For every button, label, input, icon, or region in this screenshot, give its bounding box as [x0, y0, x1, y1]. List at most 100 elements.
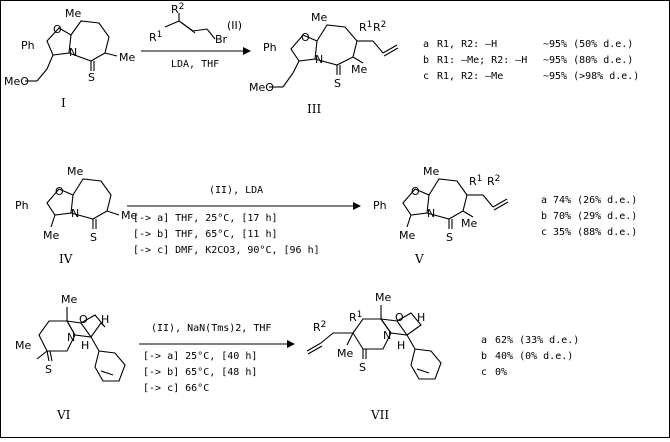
label-me: Me — [461, 217, 477, 230]
label-s: S — [45, 363, 52, 376]
reaction-arrow-2-head — [353, 202, 361, 210]
label-s: S — [88, 71, 95, 84]
label-me: Me — [43, 229, 59, 242]
compound-VI-structure — [36, 307, 126, 382]
result-yield: 35% (88% d.e.) — [553, 227, 637, 238]
reaction-1-conditions: LDA, THF — [171, 59, 219, 70]
reaction-3-condition-c: [-> c] 66°C — [143, 383, 209, 394]
label-ph: Ph — [15, 199, 29, 212]
label-h: H — [81, 339, 89, 352]
result-yield: 0% — [495, 367, 507, 378]
result-yield: 40% (0% d.e.) — [495, 351, 573, 362]
label-n: N — [69, 46, 77, 59]
reagent-II-structure — [164, 13, 216, 40]
result-tag: b — [541, 211, 547, 222]
label-ph: Ph — [21, 39, 35, 52]
reaction-2-reagents: (II), LDA — [209, 185, 263, 196]
result-tag: c — [423, 71, 429, 82]
results-top: a R1, R2: —H ~95% (50% d.e.) b R1: —Me; … — [423, 39, 639, 82]
label-me: Me — [61, 293, 77, 306]
reaction-3-condition-a: [-> a] 25°C, [40 h] — [143, 351, 257, 362]
compound-V-structure — [402, 178, 509, 229]
label-me: Me — [337, 347, 353, 360]
result-yield: 62% (33% d.e.) — [495, 335, 579, 346]
compound-label-VI: VI — [56, 408, 71, 422]
label-o: O — [55, 185, 64, 198]
label-r1: R1 — [359, 20, 372, 34]
result-yield: ~95% (80% d.e.) — [543, 55, 633, 66]
compound-label-I: I — [61, 96, 66, 110]
label-o: O — [53, 23, 62, 36]
reaction-3-condition-b: [-> b] 65°C, [48 h] — [143, 367, 257, 378]
label-o: O — [301, 31, 310, 44]
result-tag: a — [423, 39, 429, 50]
label-me: Me — [67, 165, 83, 178]
result-yield: 70% (29% d.e.) — [553, 211, 637, 222]
result-tag: c — [481, 367, 487, 378]
reagent-br: Br — [215, 33, 228, 46]
label-me: Me — [119, 51, 135, 64]
reaction-2-condition-c: [-> c] DMF, K2CO3, 90°C, [96 h] — [133, 245, 320, 256]
label-n: N — [67, 331, 75, 344]
reaction-arrow-3-head — [287, 340, 295, 348]
label-o: O — [411, 185, 420, 198]
result-substituents: R1, R2: —H — [437, 39, 497, 50]
label-me: Me — [399, 229, 415, 242]
label-o: O — [79, 313, 88, 326]
result-substituents: R1: —Me; R2: —H — [437, 55, 527, 66]
compound-IV-structure — [46, 178, 120, 229]
label-s: S — [90, 231, 97, 244]
compound-VII-structure — [306, 305, 442, 380]
reaction-3-reagents: (II), NaN(Tms)2, THF — [151, 323, 271, 334]
label-r2: R2 — [487, 174, 500, 188]
reaction-arrow-1-head — [243, 47, 251, 55]
label-n: N — [71, 207, 79, 220]
label-ph: Ph — [373, 199, 387, 212]
label-n: N — [383, 329, 391, 342]
label-me: Me — [351, 63, 367, 76]
results-mid: a 74% (26% d.e.) b 70% (29% d.e.) c 35% … — [541, 195, 637, 238]
result-yield: ~95% (50% d.e.) — [543, 39, 633, 50]
label-r2: R2 — [313, 320, 326, 334]
reagent-number: (II) — [227, 19, 242, 32]
result-tag: b — [423, 55, 429, 66]
compound-III-structure — [269, 24, 399, 88]
label-h: H — [101, 313, 109, 326]
label-r2: R2 — [373, 20, 386, 34]
result-tag: a — [541, 195, 547, 206]
reaction-2-condition-a: [-> a] THF, 25°C, [17 h] — [133, 213, 278, 224]
compound-label-IV: IV — [59, 252, 73, 266]
result-yield: ~95% (>98% d.e.) — [543, 71, 639, 82]
label-me: Me — [375, 291, 391, 304]
label-s: S — [446, 231, 453, 244]
label-me: Me — [65, 7, 81, 20]
label-h: H — [397, 339, 405, 352]
label-ph: Ph — [263, 41, 277, 54]
label-s: S — [359, 361, 366, 374]
label-n: N — [427, 207, 435, 220]
results-bot: a 62% (33% d.e.) b 40% (0% d.e.) c 0% — [481, 335, 579, 378]
label-n: N — [315, 53, 323, 66]
compound-label-VII: VII — [370, 408, 389, 422]
label-o: O — [395, 311, 404, 324]
compound-label-III: III — [307, 102, 321, 116]
compound-label-V: V — [414, 252, 424, 266]
result-tag: c — [541, 227, 547, 238]
label-me: Me — [423, 165, 439, 178]
result-yield: 74% (26% d.e.) — [553, 195, 637, 206]
result-tag: b — [481, 351, 487, 362]
compound-I-structure — [25, 20, 118, 82]
label-meo: MeO — [249, 81, 274, 94]
label-s: S — [334, 77, 341, 90]
label-me: Me — [311, 11, 327, 24]
result-substituents: R1, R2: —Me — [437, 71, 503, 82]
result-tag: a — [481, 335, 487, 346]
label-h: H — [417, 311, 425, 324]
label-meo: MeO — [4, 75, 29, 88]
label-me: Me — [121, 209, 137, 222]
reaction-2-condition-b: [-> b] THF, 65°C, [11 h] — [133, 229, 278, 240]
label-r1: R1 — [469, 174, 482, 188]
reagent-r1: R1 — [149, 30, 162, 44]
